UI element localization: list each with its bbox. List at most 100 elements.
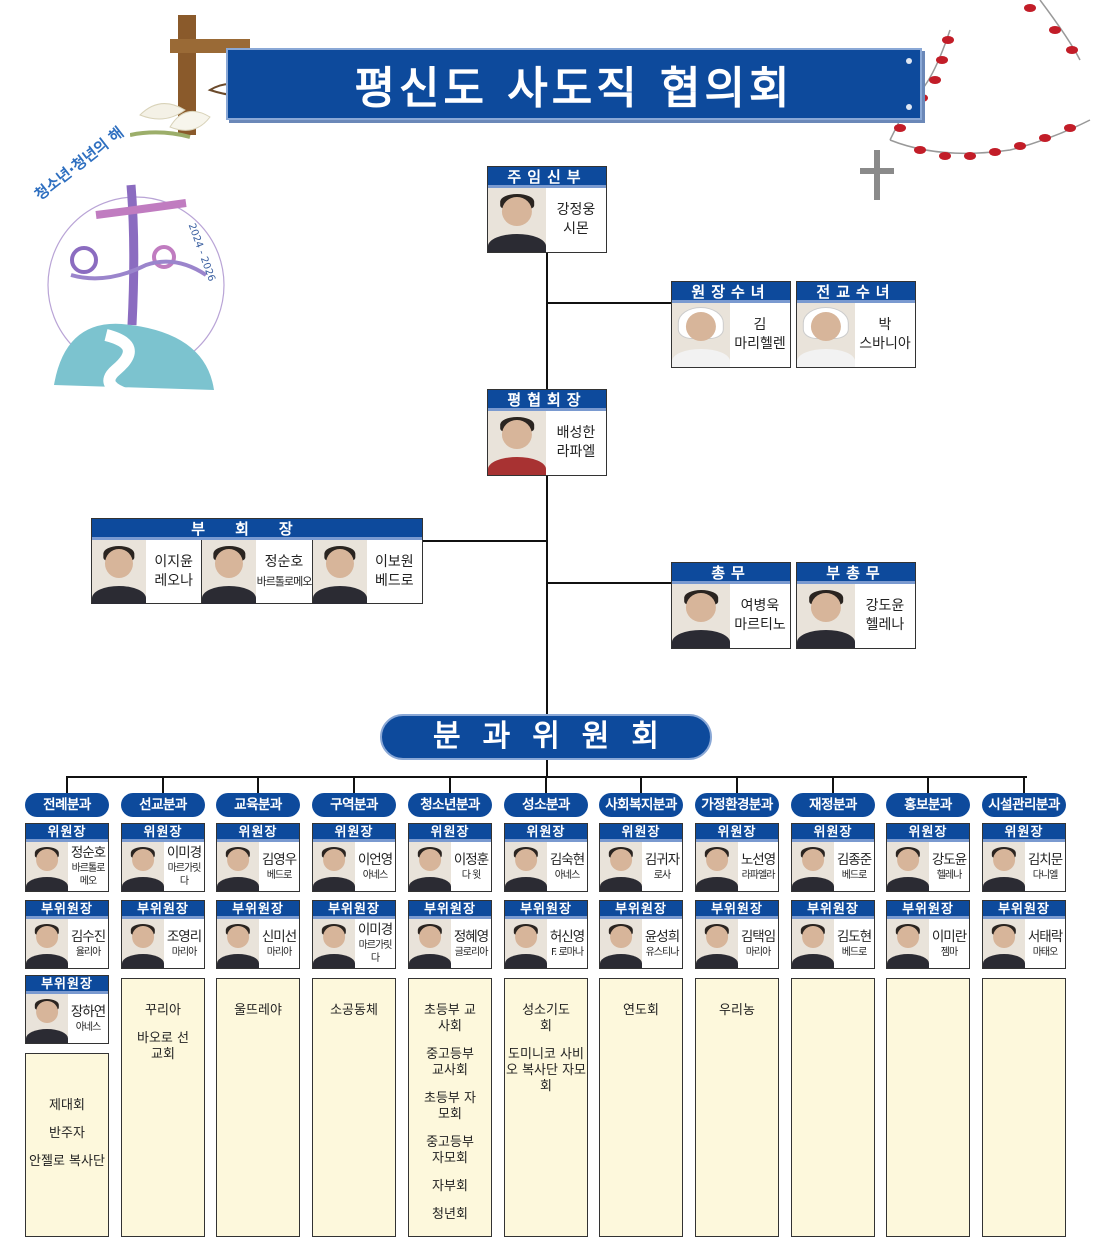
division-drop-line: [449, 776, 451, 794]
secretary-role: 총무: [672, 563, 790, 584]
member-baptismal-name: 베드로: [841, 869, 868, 881]
member-baptismal-name: 유스티나: [645, 946, 680, 958]
mission-sister-baptismal-name: 스바니아: [859, 336, 911, 352]
division-title: 청소년분과: [408, 793, 492, 817]
division-title: 구역분과: [312, 793, 396, 817]
division-title: 성소분과: [504, 793, 588, 817]
group-item: 초등부 교사회: [424, 1003, 476, 1034]
member-role: 부위원장: [26, 901, 108, 919]
member-name: 김도현: [836, 928, 872, 945]
member-baptismal-name: 아네스: [362, 869, 389, 881]
group-item: 소공동체: [330, 1003, 378, 1018]
member-baptismal-name: 젬마: [940, 946, 958, 958]
member-photo: [409, 842, 451, 891]
member-role: 위원장: [983, 824, 1065, 842]
member-role: 부위원장: [887, 901, 969, 919]
vice-president-photo: [92, 540, 146, 604]
member-photo: [505, 842, 547, 891]
member-name: 윤성희: [644, 928, 680, 945]
member-photo: [26, 842, 68, 891]
member-baptismal-name: 베드로: [841, 946, 868, 958]
vice-secretary-baptismal-name: 헬레나: [865, 617, 905, 633]
member-baptismal-name: 다 윗: [461, 869, 482, 881]
president-name: 배성한: [556, 425, 596, 441]
title-banner: 평신도 사도직 협의회: [226, 48, 922, 120]
group-item: 우리농: [719, 1003, 755, 1018]
member-name: 이정훈: [453, 851, 489, 868]
member-name: 김영우: [261, 851, 297, 868]
member-photo: [505, 919, 547, 968]
pastor-baptismal-name: 시몬: [563, 221, 589, 237]
group-item: 반주자: [49, 1126, 85, 1141]
member-role: 위원장: [217, 824, 299, 842]
vice-president-photo: [312, 540, 367, 604]
member-name: 김귀자: [644, 851, 680, 868]
member-baptismal-name: 마태오: [1032, 946, 1059, 958]
vice-president-photo: [202, 540, 257, 604]
division-title: 재정분과: [791, 793, 875, 817]
vice-president-connector: [423, 540, 547, 542]
member-photo: [313, 842, 355, 891]
division-groups: [982, 978, 1066, 1237]
vice-president-name: 정순호: [264, 554, 304, 570]
member-name: 신미선: [261, 928, 297, 945]
vice-secretary-photo: [797, 584, 855, 648]
member-photo: [26, 919, 68, 968]
vice-president-baptismal-name: 레오나: [154, 573, 193, 589]
member-baptismal-name: 마리아: [266, 946, 293, 958]
group-item: 바오로 선교회: [137, 1031, 189, 1062]
member-photo: [792, 842, 834, 891]
member-name: 노선영: [740, 851, 776, 868]
member-name: 정혜영: [453, 928, 489, 945]
youth-year-logo: [47, 184, 225, 403]
head-sister-baptismal-name: 마리헬렌: [734, 336, 786, 352]
member-photo: [983, 919, 1025, 968]
member-name: 이미경: [166, 845, 202, 861]
member-name: 서태락: [1027, 928, 1063, 945]
member-name: 김치문: [1027, 851, 1063, 868]
member-baptismal-name: 아네스: [75, 1021, 102, 1033]
member-baptismal-name: 마리아: [745, 946, 772, 958]
group-item: 청년회: [432, 1207, 468, 1222]
mission-sister-photo: [797, 303, 855, 367]
division-groups: 울뜨레야: [216, 978, 300, 1237]
group-item: 자부회: [432, 1179, 468, 1194]
member-photo: [26, 994, 68, 1043]
group-item: 안젤로 복사단: [29, 1154, 105, 1169]
member-name: 김택임: [740, 928, 776, 945]
main-vertical-line: [546, 252, 548, 714]
member-photo: [983, 842, 1025, 891]
division-drop-line: [257, 776, 259, 794]
secretary-name: 여병욱: [740, 598, 780, 614]
member-name: 김숙현: [549, 851, 585, 868]
member-role: 부위원장: [505, 901, 587, 919]
member-photo: [217, 919, 259, 968]
member-photo: [122, 919, 164, 968]
member-name: 이언영: [357, 851, 393, 868]
division-groups: [886, 978, 970, 1237]
division-drop-line: [353, 776, 355, 794]
member-baptismal-name: 바르톨로메오: [71, 863, 106, 887]
member-role: 부위원장: [792, 901, 874, 919]
member-photo: [313, 919, 355, 968]
committee-banner: 분과위원회: [380, 714, 712, 760]
division-title: 교육분과: [216, 793, 300, 817]
member-role: 부위원장: [217, 901, 299, 919]
president-photo: [488, 411, 546, 475]
member-baptismal-name: 마르가릿다: [167, 863, 202, 887]
